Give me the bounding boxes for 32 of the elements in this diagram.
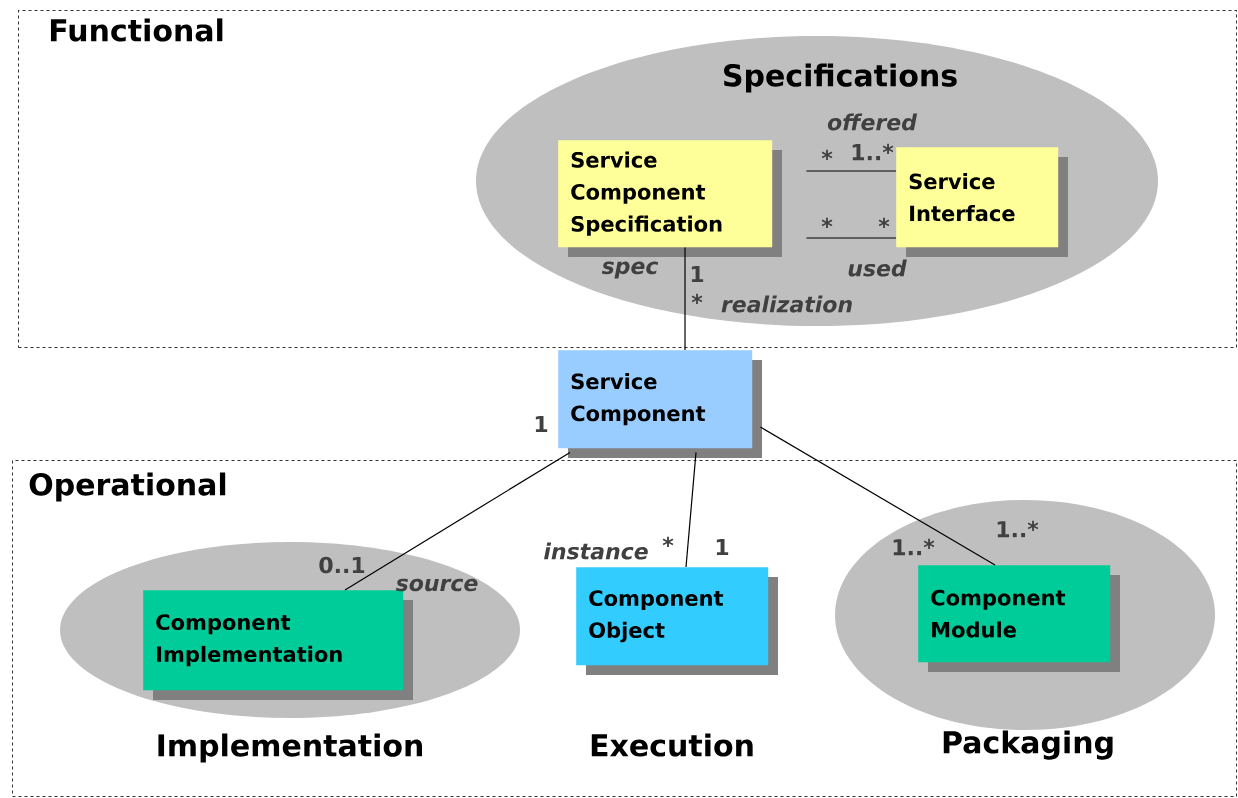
association-line <box>805 170 897 172</box>
multiplicity: * <box>878 217 890 229</box>
class-box: Component Implementation <box>143 590 413 700</box>
role-name: instance <box>544 542 648 560</box>
association-line <box>344 451 571 591</box>
class-box: Service Component <box>558 350 762 458</box>
node-label: Implementation <box>158 733 422 763</box>
multiplicity: 1 <box>716 539 729 556</box>
association-line <box>805 237 897 239</box>
section-title: Execution <box>591 733 753 757</box>
role-name: used <box>848 259 907 277</box>
role-name: offered <box>827 113 918 131</box>
association-line <box>685 451 697 568</box>
multiplicity: 1 <box>535 416 548 433</box>
class-box: Component Module <box>918 565 1120 672</box>
class-box: Component Object <box>576 567 778 675</box>
multiplicity: 1 <box>691 266 704 282</box>
multiplicity: 1..* <box>893 538 935 556</box>
multiplicity: * <box>821 217 833 229</box>
multiplicity: 0..1 <box>319 556 365 574</box>
multiplicity: 1..* <box>852 143 894 161</box>
role-name: realization <box>721 295 852 313</box>
class-box: Service Interface <box>896 147 1068 257</box>
multiplicity: * <box>691 293 703 305</box>
role-name: source <box>395 578 478 592</box>
node-label: Packaging <box>943 730 1113 760</box>
multiplicity: * <box>662 536 674 548</box>
class-box: Service Component Specification <box>558 140 782 257</box>
multiplicity: * <box>821 149 833 161</box>
association-line <box>759 426 996 566</box>
association-line <box>684 246 686 351</box>
multiplicity: 1..* <box>997 520 1039 538</box>
